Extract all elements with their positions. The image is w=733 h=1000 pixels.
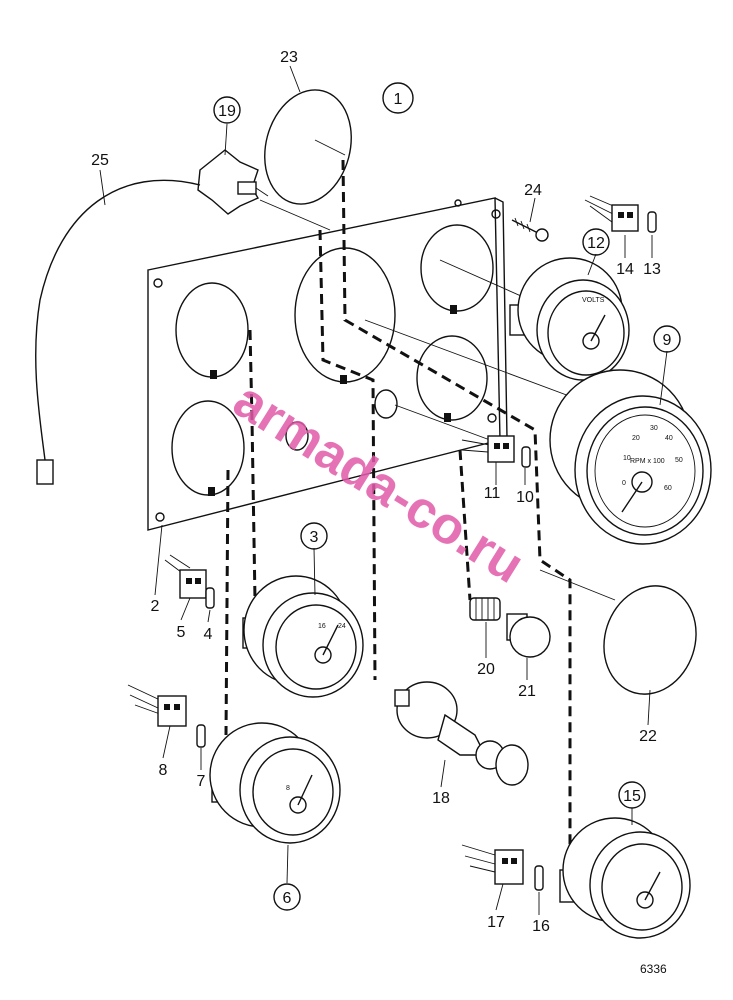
circle-15 xyxy=(618,781,646,809)
tach-tick-30: 30 xyxy=(650,425,658,432)
part-21-cap xyxy=(506,613,551,658)
part-18-ignition-switch xyxy=(394,681,529,786)
circle-19 xyxy=(213,96,241,124)
label-17: 17 xyxy=(487,914,505,931)
part-14-connector xyxy=(584,195,639,232)
part-23-gasket xyxy=(264,89,352,205)
label-8: 8 xyxy=(159,762,168,779)
small-gauge-tick-c: 8 xyxy=(286,785,290,792)
label-18: 18 xyxy=(432,790,450,807)
volt-scale-label: VOLTS xyxy=(582,297,605,304)
label-16: 16 xyxy=(532,918,550,935)
label-10: 10 xyxy=(516,489,534,506)
part-13-bulb xyxy=(647,211,657,233)
part-19-sender xyxy=(197,149,269,215)
label-14: 14 xyxy=(616,261,634,278)
part-15-gauge xyxy=(559,817,691,939)
label-25: 25 xyxy=(91,152,109,169)
label-24: 24 xyxy=(524,182,542,199)
part-22-gasket xyxy=(603,585,697,695)
part-10-bulb xyxy=(521,446,531,468)
part-8-connector xyxy=(127,684,187,727)
part-7-bulb xyxy=(196,724,206,748)
label-3: 3 xyxy=(310,529,319,546)
part-17-connector xyxy=(461,844,524,885)
label-7: 7 xyxy=(197,773,206,790)
tach-tick-50: 50 xyxy=(675,457,683,464)
label-11: 11 xyxy=(484,485,501,502)
part-25-cable xyxy=(35,179,201,485)
diagram-number: 1 xyxy=(382,82,414,114)
label-5: 5 xyxy=(177,624,186,641)
circle-12 xyxy=(582,228,610,256)
tach-scale-label: RPM x 100 xyxy=(630,458,665,465)
label-21: 21 xyxy=(518,683,536,700)
label-15: 15 xyxy=(623,788,641,805)
label-13: 13 xyxy=(643,261,661,278)
label-12: 12 xyxy=(587,235,605,252)
part-3-gauge xyxy=(242,575,364,698)
small-gauge-tick-b: 24 xyxy=(338,623,346,630)
part-12-voltmeter xyxy=(509,257,630,381)
gauge-dial-text: RPM x 100 0 10 20 30 40 50 60 VOLTS 16 2… xyxy=(286,297,683,792)
tach-tick-10: 10 xyxy=(623,455,631,462)
circle-9 xyxy=(653,325,681,353)
part-labels: 3 6 9 12 15 19 2 4 5 7 8 10 11 13 14 16 … xyxy=(91,49,681,935)
small-gauge-tick-a: 16 xyxy=(318,623,326,630)
part-20-socket xyxy=(469,597,501,621)
part-5-connector xyxy=(164,554,207,599)
part-4-bulb xyxy=(205,587,215,609)
part-16-bulb xyxy=(534,865,544,891)
label-9: 9 xyxy=(663,332,672,349)
tach-tick-40: 40 xyxy=(665,435,673,442)
diagram-number-text: 1 xyxy=(394,91,403,108)
figure-reference: 6336 xyxy=(640,962,667,976)
tach-tick-20: 20 xyxy=(632,435,640,442)
part-11-connector xyxy=(461,435,515,463)
tach-tick-0: 0 xyxy=(622,480,626,487)
part-24-screw xyxy=(511,217,549,242)
circle-6 xyxy=(273,883,301,911)
label-6: 6 xyxy=(283,890,292,907)
leader-lines xyxy=(99,65,668,915)
circle-3 xyxy=(300,522,328,550)
part-6-gauge xyxy=(209,722,341,844)
label-22: 22 xyxy=(639,728,657,745)
part-9-tachometer xyxy=(549,369,712,545)
tach-tick-60: 60 xyxy=(664,485,672,492)
label-23: 23 xyxy=(280,49,298,66)
label-20: 20 xyxy=(477,661,495,678)
label-2: 2 xyxy=(151,598,160,615)
assembly-lines xyxy=(224,139,616,870)
label-19: 19 xyxy=(218,103,236,120)
label-4: 4 xyxy=(204,626,213,643)
